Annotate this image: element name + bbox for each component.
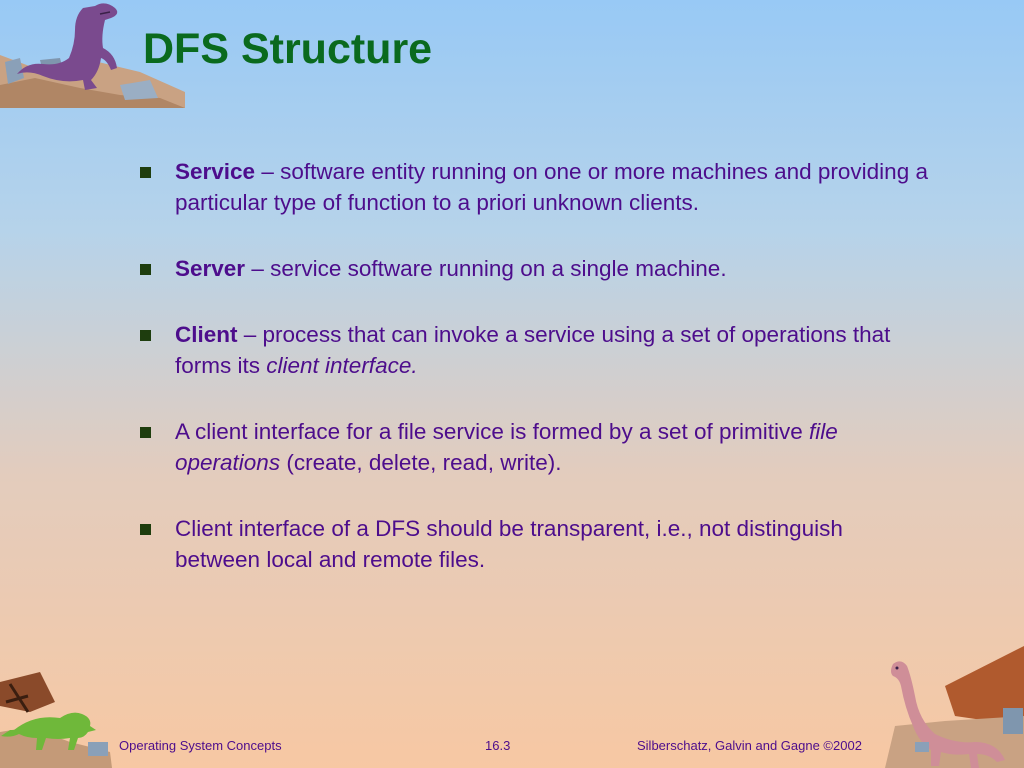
bullet-text: A client interface for a file service is… bbox=[175, 419, 809, 444]
term-service: Service bbox=[175, 159, 256, 184]
bullet-list: Service – software entity running on one… bbox=[138, 156, 928, 610]
bullet-client: Client – process that can invoke a servi… bbox=[138, 319, 928, 381]
footer-course-title: Operating System Concepts bbox=[119, 738, 282, 753]
square-bullet-icon bbox=[140, 264, 151, 275]
bullet-text: Client interface of a DFS should be tran… bbox=[175, 516, 843, 572]
square-bullet-icon bbox=[140, 524, 151, 535]
bullet-text: – service software running on a single m… bbox=[245, 256, 727, 281]
bullet-text: – software entity running on one or more… bbox=[175, 159, 928, 215]
dinosaur-brachiosaurus-icon bbox=[885, 646, 1024, 768]
footer-copyright: Silberschatz, Galvin and Gagne ©2002 bbox=[637, 738, 862, 753]
bullet-text: – process that can invoke a service usin… bbox=[175, 322, 891, 378]
bullet-text-after: (create, delete, read, write). bbox=[280, 450, 562, 475]
bullet-transparency: Client interface of a DFS should be tran… bbox=[138, 513, 928, 575]
footer-slide-number: 16.3 bbox=[485, 738, 511, 753]
bullet-server: Server – service software running on a s… bbox=[138, 253, 928, 284]
square-bullet-icon bbox=[140, 167, 151, 178]
dinosaur-triceratops-icon bbox=[0, 672, 112, 768]
dinosaur-trex-icon bbox=[0, 3, 185, 108]
bullet-file-operations: A client interface for a file service is… bbox=[138, 416, 928, 478]
bullet-service: Service – software entity running on one… bbox=[138, 156, 928, 218]
square-bullet-icon bbox=[140, 427, 151, 438]
term-server: Server bbox=[175, 256, 246, 281]
bullet-italic: file operations bbox=[175, 419, 838, 475]
square-bullet-icon bbox=[140, 330, 151, 341]
bullet-italic: client interface. bbox=[266, 353, 418, 378]
term-client: Client bbox=[175, 322, 238, 347]
slide-title: DFS Structure bbox=[143, 25, 433, 73]
